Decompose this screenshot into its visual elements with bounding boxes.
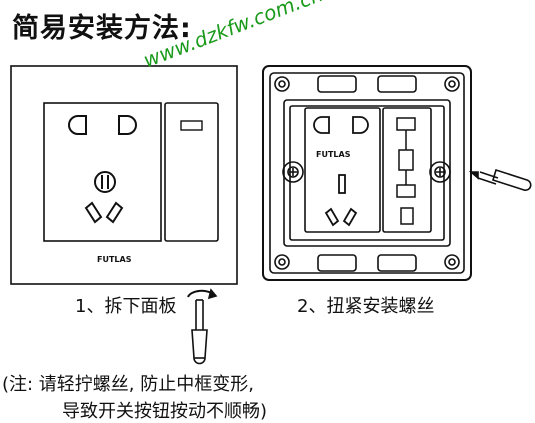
outer-frame <box>10 65 238 285</box>
step-2-caption: 2、扭紧安装螺丝 <box>297 296 435 317</box>
two-pin-socket <box>68 115 137 135</box>
switch-indicator <box>180 120 203 131</box>
side-screw-right <box>429 161 451 183</box>
note-line-1: (注: 请轻拧螺丝, 防止中框变形, <box>2 374 254 395</box>
step-1-caption: 1、拆下面板 <box>75 296 177 317</box>
screwdriver-right <box>468 168 532 192</box>
brand-logo-left: FUTLAS <box>97 255 132 264</box>
note-line-2: 导致开关按钮按动不顺畅) <box>62 401 268 422</box>
screwdriver-left <box>187 288 218 365</box>
center-screw <box>94 171 116 193</box>
brand-logo-right: FUTLAS <box>316 150 351 159</box>
three-pin-socket <box>84 201 124 224</box>
side-screw-left <box>282 161 304 183</box>
faceplate-socket <box>10 65 238 285</box>
module-details <box>313 116 416 227</box>
socket-body <box>43 102 162 242</box>
switch-rocker <box>164 102 219 242</box>
page-title: 简易安装方法: <box>12 13 192 44</box>
